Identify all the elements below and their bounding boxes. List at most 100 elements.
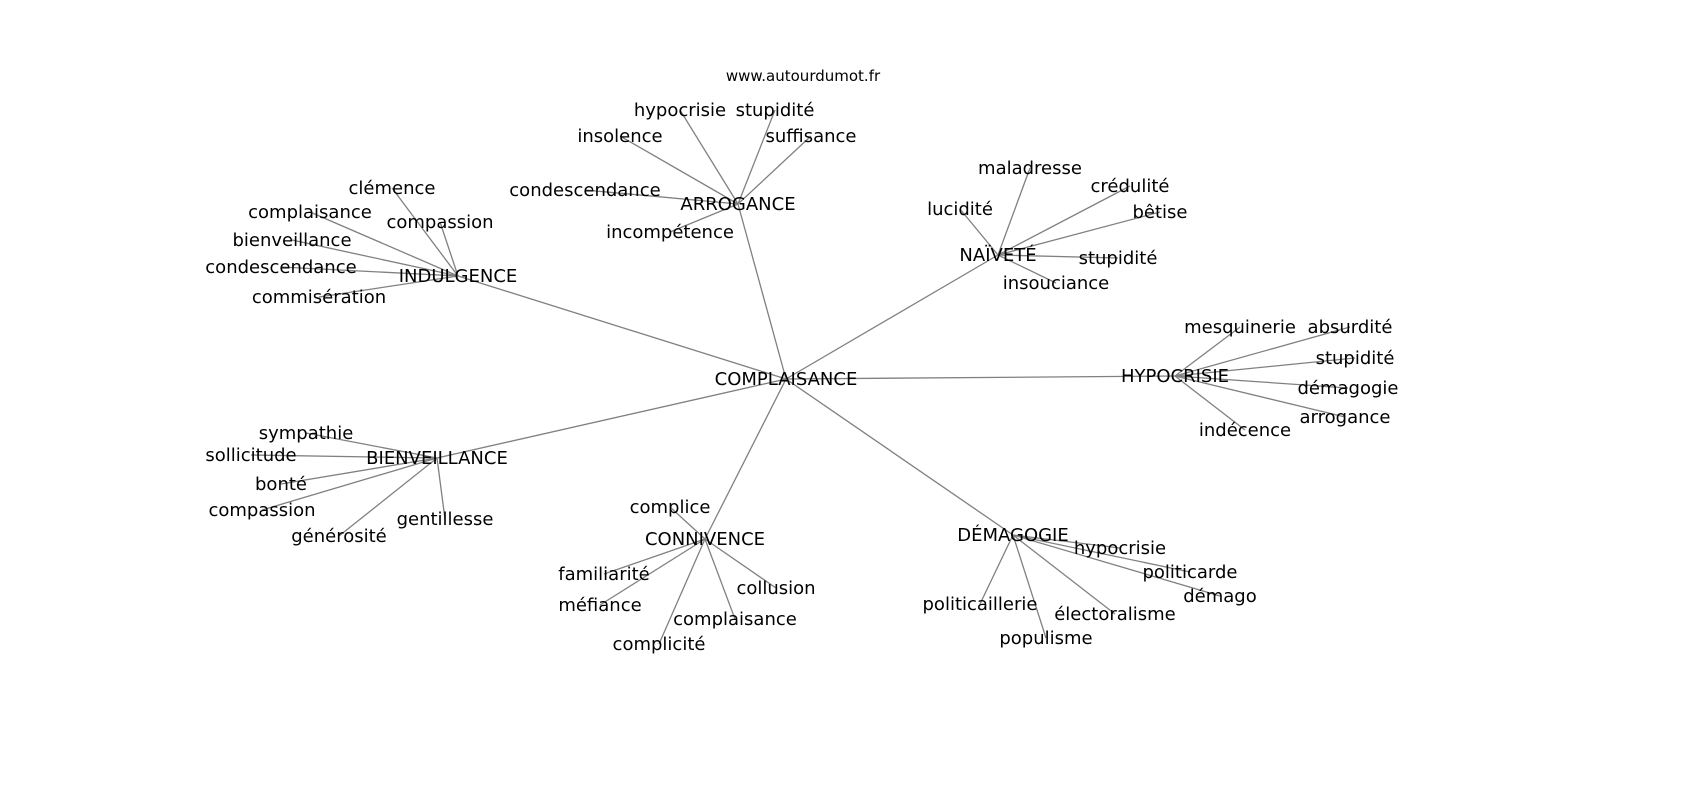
leaf-node[interactable]: stupidité	[736, 100, 815, 121]
leaf-node[interactable]: démagogie	[1297, 378, 1398, 399]
edge-hub-leaf	[305, 432, 438, 459]
leaf-node[interactable]: suffisance	[766, 126, 857, 147]
edge-hub-leaf	[979, 534, 1014, 605]
edge-hub-leaf	[997, 254, 1119, 259]
edge-hub-leaf	[1174, 375, 1349, 389]
hub-node[interactable]: ARROGANCE	[680, 194, 795, 215]
edge-hub-leaf	[619, 135, 739, 205]
edge-hub-leaf	[1174, 326, 1241, 377]
edge-hub-leaf	[658, 538, 706, 645]
hub-node[interactable]: INDULGENCE	[399, 266, 518, 287]
edge-hub-leaf	[1012, 534, 1221, 597]
edge-hub-leaf	[1012, 534, 1191, 573]
site-title: www.autourdumot.fr	[726, 67, 881, 85]
edge-hub-leaf	[1012, 534, 1121, 549]
leaf-node[interactable]: complaisance	[673, 609, 797, 630]
leaf-node[interactable]: bonté	[255, 474, 307, 495]
edge-hub-leaf	[291, 239, 459, 277]
edge-hub-leaf	[1012, 534, 1116, 615]
leaf-node[interactable]: crédulité	[1091, 176, 1170, 197]
edge-root-hub	[785, 375, 1176, 380]
leaf-node[interactable]: stupidité	[1079, 248, 1158, 269]
leaf-node[interactable]: absurdité	[1308, 317, 1393, 338]
edge-hub-leaf	[997, 185, 1131, 256]
leaf-node[interactable]: sympathie	[259, 423, 354, 444]
leaf-node[interactable]: politicarde	[1142, 562, 1237, 583]
edge-hub-leaf	[261, 457, 438, 511]
edge-hub-leaf	[1174, 357, 1356, 377]
hub-node[interactable]: NAÏVETÉ	[959, 244, 1036, 266]
edge-hub-leaf	[1174, 326, 1351, 377]
edge-hub-leaf	[436, 457, 446, 520]
edge-hub-leaf	[391, 187, 459, 277]
leaf-node[interactable]: familiarité	[558, 564, 649, 585]
edge-root-hub	[704, 378, 787, 540]
leaf-node[interactable]: commisération	[252, 287, 386, 308]
edge-root-hub	[785, 378, 1014, 536]
hub-node[interactable]: HYPOCRISIE	[1121, 366, 1229, 387]
edge-root-hub	[737, 203, 787, 380]
leaf-node[interactable]: générosité	[291, 526, 387, 547]
leaf-node[interactable]: compassion	[208, 500, 315, 521]
leaf-node[interactable]: indécence	[1199, 420, 1291, 441]
leaf-node[interactable]: populisme	[999, 628, 1092, 649]
leaf-node[interactable]: condescendance	[509, 180, 660, 201]
edge-hub-leaf	[1174, 375, 1346, 418]
leaf-node[interactable]: complicité	[613, 634, 706, 655]
edge-hub-leaf	[280, 266, 459, 277]
hub-node[interactable]: BIENVEILLANCE	[366, 448, 508, 469]
hub-node[interactable]: CONNIVENCE	[645, 529, 765, 550]
edge-hub-leaf	[959, 208, 999, 256]
leaf-node[interactable]: condescendance	[205, 257, 356, 278]
leaf-node[interactable]: bêtise	[1132, 202, 1187, 223]
edge-root-hub	[457, 275, 787, 380]
leaf-node[interactable]: lucidité	[927, 199, 993, 220]
leaf-node[interactable]: bienveillance	[232, 230, 351, 251]
edge-hub-leaf	[679, 109, 739, 205]
edge-hub-leaf	[669, 203, 739, 233]
leaf-node[interactable]: gentillesse	[397, 509, 494, 530]
edge-hub-leaf	[737, 109, 776, 205]
edge-hub-leaf	[669, 506, 706, 540]
leaf-node[interactable]: politicaillerie	[923, 594, 1038, 615]
root-node[interactable]: COMPLAISANCE	[715, 369, 858, 390]
leaf-node[interactable]: incompétence	[606, 222, 734, 243]
leaf-node[interactable]: hypocrisie	[634, 100, 726, 121]
leaf-node[interactable]: complaisance	[248, 202, 372, 223]
edge-hub-leaf	[318, 275, 459, 298]
leaf-node[interactable]: clémence	[349, 178, 436, 199]
edge-hub-leaf	[280, 457, 438, 485]
edge-hub-leaf	[603, 538, 706, 575]
leaf-node[interactable]: méfiance	[558, 595, 641, 616]
edge-hub-leaf	[250, 454, 438, 459]
leaf-node[interactable]: démago	[1183, 586, 1257, 607]
edge-hub-leaf	[584, 189, 739, 205]
edge-hub-leaf	[439, 221, 459, 277]
leaf-node[interactable]: collusion	[736, 578, 815, 599]
edge-hub-leaf	[997, 211, 1161, 256]
edge-hub-leaf	[1174, 375, 1246, 431]
leaf-node[interactable]: électoralisme	[1054, 604, 1176, 625]
edge-hub-leaf	[997, 254, 1057, 284]
leaf-node[interactable]: hypocrisie	[1074, 538, 1166, 559]
leaf-node[interactable]: maladresse	[978, 158, 1082, 179]
leaf-node[interactable]: insolence	[577, 126, 662, 147]
hub-node[interactable]: DÉMAGOGIE	[957, 524, 1069, 546]
leaf-node[interactable]: compassion	[386, 212, 493, 233]
edge-root-hub	[436, 378, 787, 459]
edge-hub-leaf	[737, 135, 812, 205]
leaf-node[interactable]: sollicitude	[205, 445, 296, 466]
leaf-node[interactable]: complice	[630, 497, 711, 518]
edge-hub-leaf	[704, 538, 736, 620]
leaf-node[interactable]: arrogance	[1300, 407, 1391, 428]
leaf-node[interactable]: mesquinerie	[1184, 317, 1296, 338]
edge-hub-leaf	[704, 538, 777, 589]
edge-hub-leaf	[997, 167, 1031, 256]
edge-root-hub	[785, 254, 999, 380]
edge-hub-leaf	[599, 538, 706, 606]
edge-hub-leaf	[338, 457, 438, 537]
leaf-node[interactable]: stupidité	[1316, 348, 1395, 369]
leaf-node[interactable]: insouciance	[1003, 273, 1110, 294]
